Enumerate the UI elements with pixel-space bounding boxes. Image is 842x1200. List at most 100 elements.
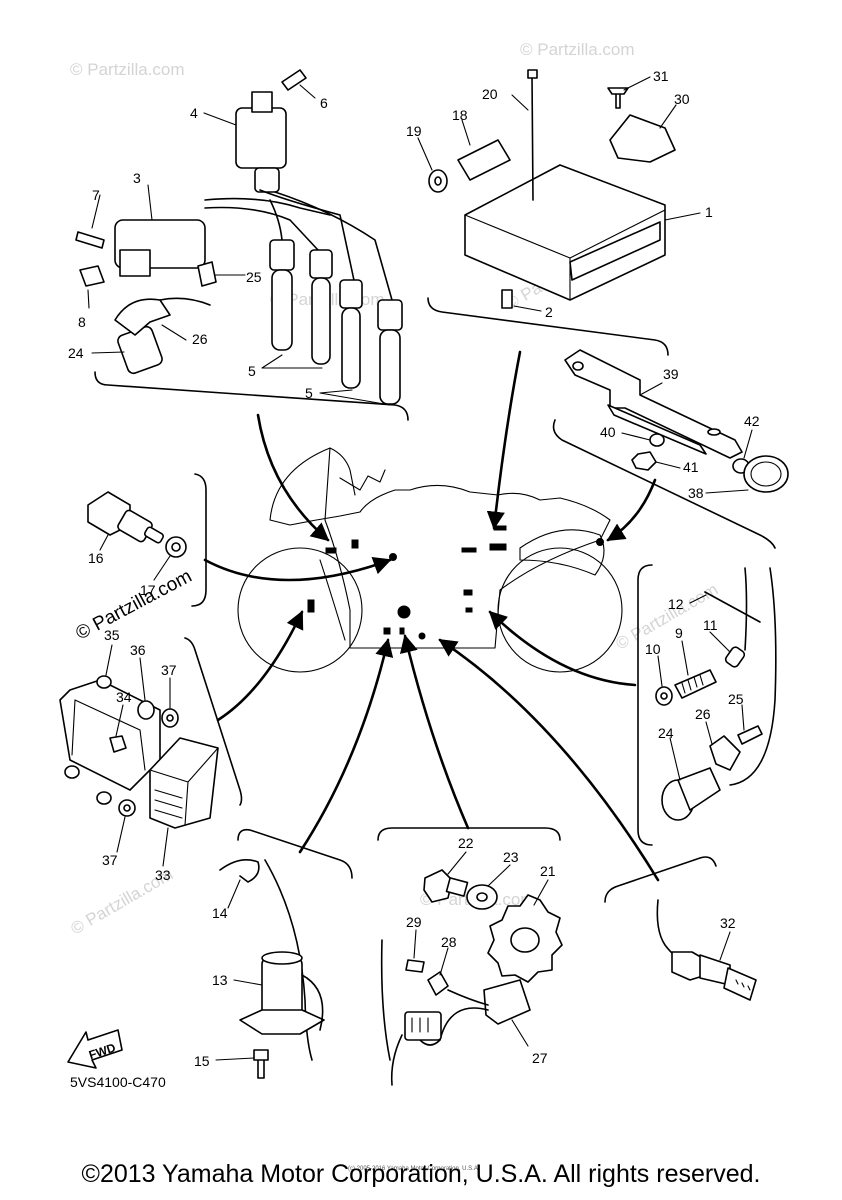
washer-40	[649, 433, 665, 447]
leader	[161, 324, 187, 341]
callout-1: 1	[705, 204, 713, 220]
callout-17: 17	[140, 582, 156, 598]
callout-20: 20	[482, 86, 498, 102]
cable-tie-head	[527, 69, 538, 79]
marker	[351, 539, 359, 549]
stay-group	[564, 349, 789, 494]
cable	[301, 974, 324, 1031]
callout-9: 9	[675, 625, 683, 641]
rotor-hub	[510, 927, 540, 953]
arrow-sensor-16	[203, 557, 392, 582]
pickup-group	[380, 851, 563, 1086]
ignition-group	[75, 69, 403, 406]
arrow-pickup	[399, 634, 470, 830]
cable	[269, 199, 283, 241]
callout-labels: 1 2 3 4 5 5 6 7 8 9 10 11 12 13 14 15 16…	[68, 68, 760, 1069]
clamp-8	[79, 265, 105, 287]
marker	[383, 627, 391, 635]
washer-hole	[434, 176, 442, 186]
fwd-arrow-icon	[67, 1029, 123, 1069]
bracket-26	[114, 298, 171, 336]
arrow-o2-sensor	[438, 638, 660, 882]
bolt-6	[281, 69, 307, 91]
bracket-ecu	[427, 297, 669, 356]
cable	[380, 939, 391, 1061]
leader	[261, 354, 323, 369]
arrow-relay	[216, 610, 304, 722]
leader	[413, 929, 417, 959]
sensor-16-tip	[144, 526, 164, 544]
bracket-hole	[96, 791, 112, 805]
bracket-ignition	[94, 371, 409, 421]
leader	[99, 534, 109, 551]
bolt-29	[405, 959, 425, 973]
cable-tie-12	[704, 591, 761, 623]
cable	[204, 197, 331, 216]
washer-hole	[123, 804, 131, 812]
callout-11: 11	[703, 617, 718, 633]
solenoid-top	[261, 951, 303, 965]
callout-3: 3	[133, 170, 141, 186]
callout-5b: 5	[305, 385, 313, 401]
screw-31	[607, 87, 629, 109]
callout-37a: 37	[161, 662, 177, 678]
leader	[705, 721, 713, 745]
watermark: © Partzilla.com	[520, 40, 635, 59]
bracket-stay	[552, 419, 776, 549]
callout-35: 35	[104, 627, 120, 643]
bolt-15	[253, 1049, 269, 1079]
leader	[709, 631, 731, 653]
bracket-edges	[71, 699, 146, 771]
callout-41: 41	[683, 459, 699, 475]
stay-39	[564, 349, 743, 459]
coil-3-connector	[119, 249, 151, 277]
callout-19: 19	[406, 123, 422, 139]
callout-26a: 26	[192, 331, 208, 347]
handlebar-outline	[339, 469, 386, 491]
plug-cap	[377, 299, 403, 331]
bolt-7	[75, 231, 105, 249]
stay-slot	[707, 428, 721, 436]
washer-hole	[171, 542, 181, 552]
sensor-9	[674, 669, 717, 699]
callout-13: 13	[212, 972, 228, 988]
locator-arrows	[203, 350, 660, 882]
arrow-solenoid	[298, 638, 394, 854]
watermark-partzilla: © Partzilla.com	[72, 566, 195, 645]
leader	[741, 704, 745, 731]
callout-25b: 25	[728, 691, 744, 707]
coil-boot	[254, 167, 280, 193]
cap-inner	[750, 461, 782, 487]
ecu-1	[464, 164, 666, 301]
callout-25a: 25	[246, 269, 262, 285]
marker	[399, 627, 405, 635]
washer-hole	[166, 714, 174, 722]
leader	[621, 432, 651, 441]
cable	[274, 191, 393, 301]
leader	[203, 112, 237, 126]
washer-hole	[660, 692, 668, 700]
bracket-crank-sensor	[637, 564, 653, 846]
o2-sensor-group	[656, 899, 757, 1001]
callout-24a: 24	[68, 345, 84, 361]
leader	[487, 864, 511, 887]
plug-cap	[269, 239, 295, 271]
leader	[91, 194, 101, 229]
leader	[623, 76, 651, 91]
leader	[719, 931, 731, 961]
rear-fender-outline	[519, 529, 605, 576]
callout-5a: 5	[248, 363, 256, 379]
fwd-arrow: FWD	[67, 1029, 123, 1069]
crank-sensor-group	[655, 567, 777, 821]
leader	[655, 461, 681, 469]
sensor-30	[609, 114, 676, 163]
leader	[657, 655, 663, 687]
cap-38	[743, 455, 789, 493]
leader	[681, 640, 689, 676]
sensor-16-group	[87, 491, 187, 581]
plug-cap-tube	[311, 277, 331, 365]
plug-cap	[309, 249, 333, 279]
callout-14: 14	[212, 905, 228, 921]
rear-wheel	[497, 547, 623, 673]
